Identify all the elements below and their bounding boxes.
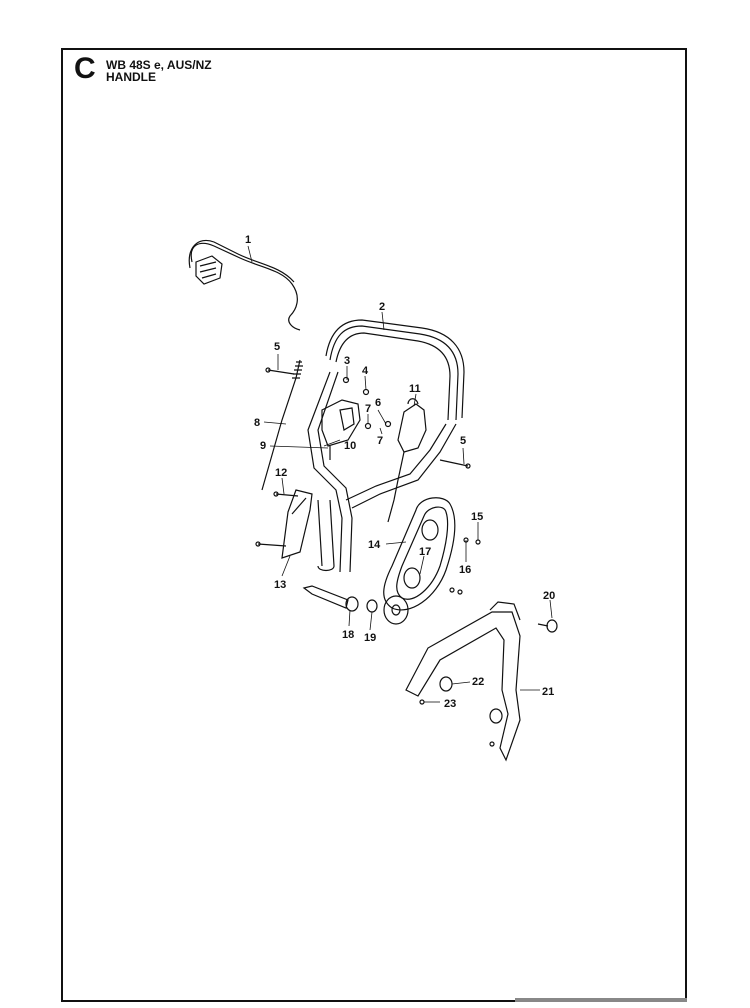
part-cable [188,239,301,331]
section-letter: C [74,52,96,85]
callout-22: 22 [472,676,484,688]
part-side-plate [383,497,456,611]
fasteners [255,367,558,747]
callout-7b: 7 [377,435,383,447]
callout-13: 13 [274,579,286,591]
callout-4: 4 [362,365,369,377]
part-handle-frame [307,371,457,573]
callout-23: 23 [444,698,456,710]
callout-2: 2 [379,301,385,313]
callout-21: 21 [542,686,554,698]
part-lower-frame [405,601,521,762]
model-title: WB 48S e, AUS/NZ [106,58,212,72]
part-shaft [302,585,409,625]
page-frame [61,48,687,1002]
callout-6: 6 [375,397,381,409]
callout-12: 12 [275,467,287,479]
part-rod-spring [261,359,303,491]
footer-bar [515,998,687,1002]
callout-7a: 7 [365,403,371,415]
callout-1: 1 [245,234,251,246]
callout-15: 15 [471,511,483,523]
part-upper-handle [325,319,465,421]
callout-16: 16 [459,564,471,576]
callout-8: 8 [254,417,260,429]
part-control-box [321,399,361,460]
part-control-lever [387,398,427,523]
callout-19: 19 [364,632,376,644]
callout-20: 20 [543,590,555,602]
callout-17: 17 [419,546,431,558]
callout-5a: 5 [274,341,280,353]
part-plate [281,489,313,559]
leader-lines [247,245,553,703]
title-block: WB 48S e, AUS/NZ HANDLE [106,59,212,83]
assembly-title: HANDLE [106,70,156,84]
callout-3: 3 [344,355,350,367]
callout-labels: 1 2 3 4 5 5 6 7 7 8 9 10 11 12 13 14 15 … [245,234,555,710]
callout-10: 10 [344,440,356,452]
callout-9: 9 [260,440,266,452]
callout-5b: 5 [460,435,466,447]
callout-18: 18 [342,629,354,641]
callout-14: 14 [368,539,381,551]
callout-11: 11 [409,383,421,395]
